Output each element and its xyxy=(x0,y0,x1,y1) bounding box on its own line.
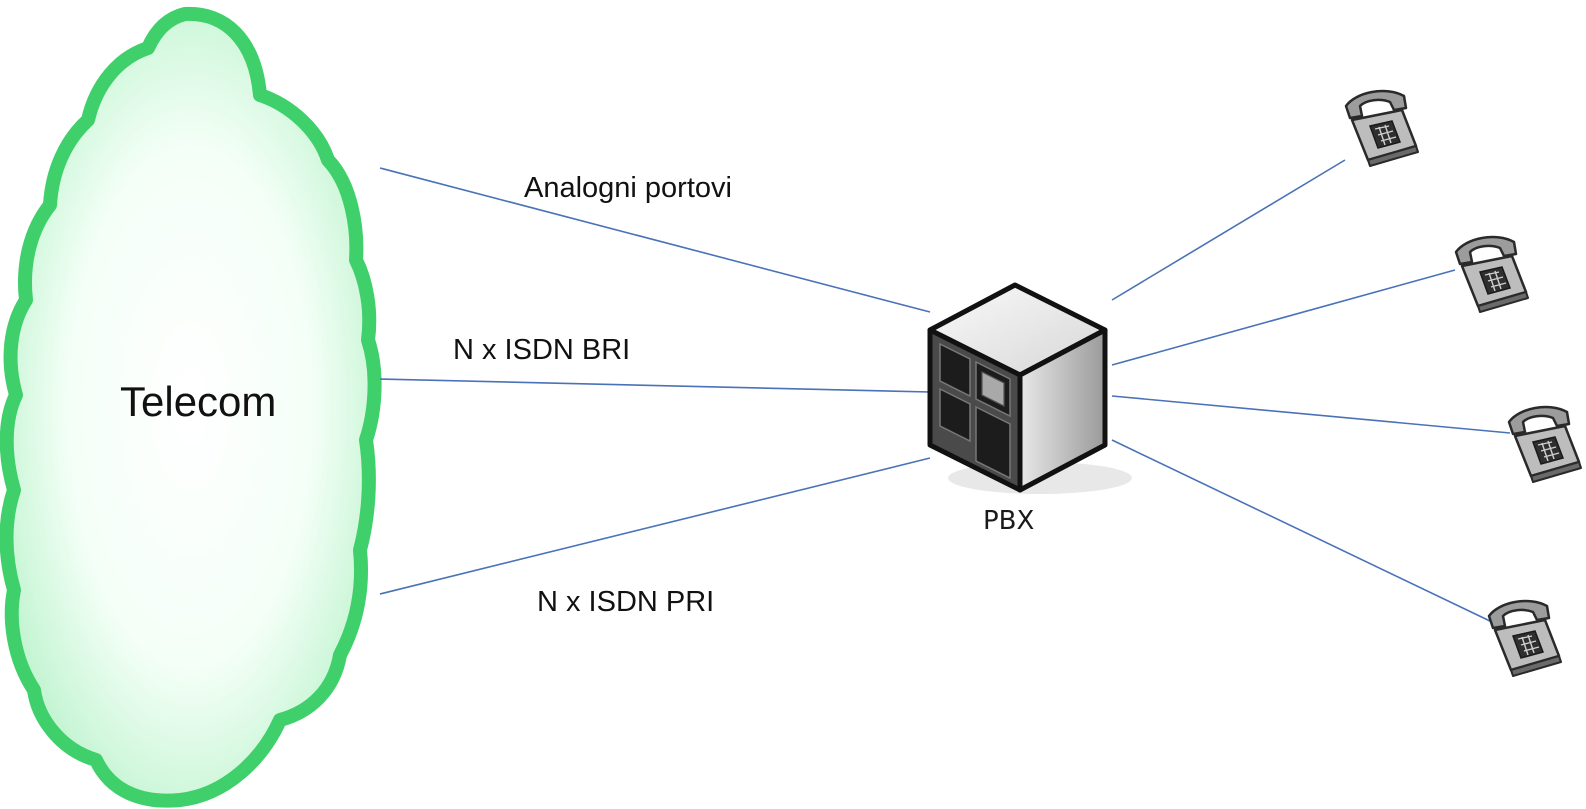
phone-link-1 xyxy=(1111,159,1346,301)
bri-link xyxy=(379,378,931,393)
connection-lines xyxy=(379,159,1511,623)
telephone-icon xyxy=(1487,599,1563,678)
phone-link-4 xyxy=(1111,439,1493,623)
telecom-cloud xyxy=(0,6,382,808)
cloud-icon xyxy=(0,6,382,808)
pbx-label: PBX xyxy=(983,506,1035,536)
telephone-icon xyxy=(1454,235,1530,314)
server-cube-icon xyxy=(927,282,1132,494)
cloud-label: Telecom xyxy=(120,378,277,425)
pri-link xyxy=(379,457,931,595)
analog-link xyxy=(379,167,931,313)
telephone-icon xyxy=(1344,89,1420,168)
isdn-pri-label: N x ISDN PRI xyxy=(537,586,715,618)
phone-link-3 xyxy=(1111,395,1511,434)
analog-ports-label: Analogni portovi xyxy=(524,172,732,204)
telephone-icon xyxy=(1507,405,1583,484)
phone-link-2 xyxy=(1111,269,1456,366)
isdn-bri-label: N x ISDN BRI xyxy=(453,334,631,366)
